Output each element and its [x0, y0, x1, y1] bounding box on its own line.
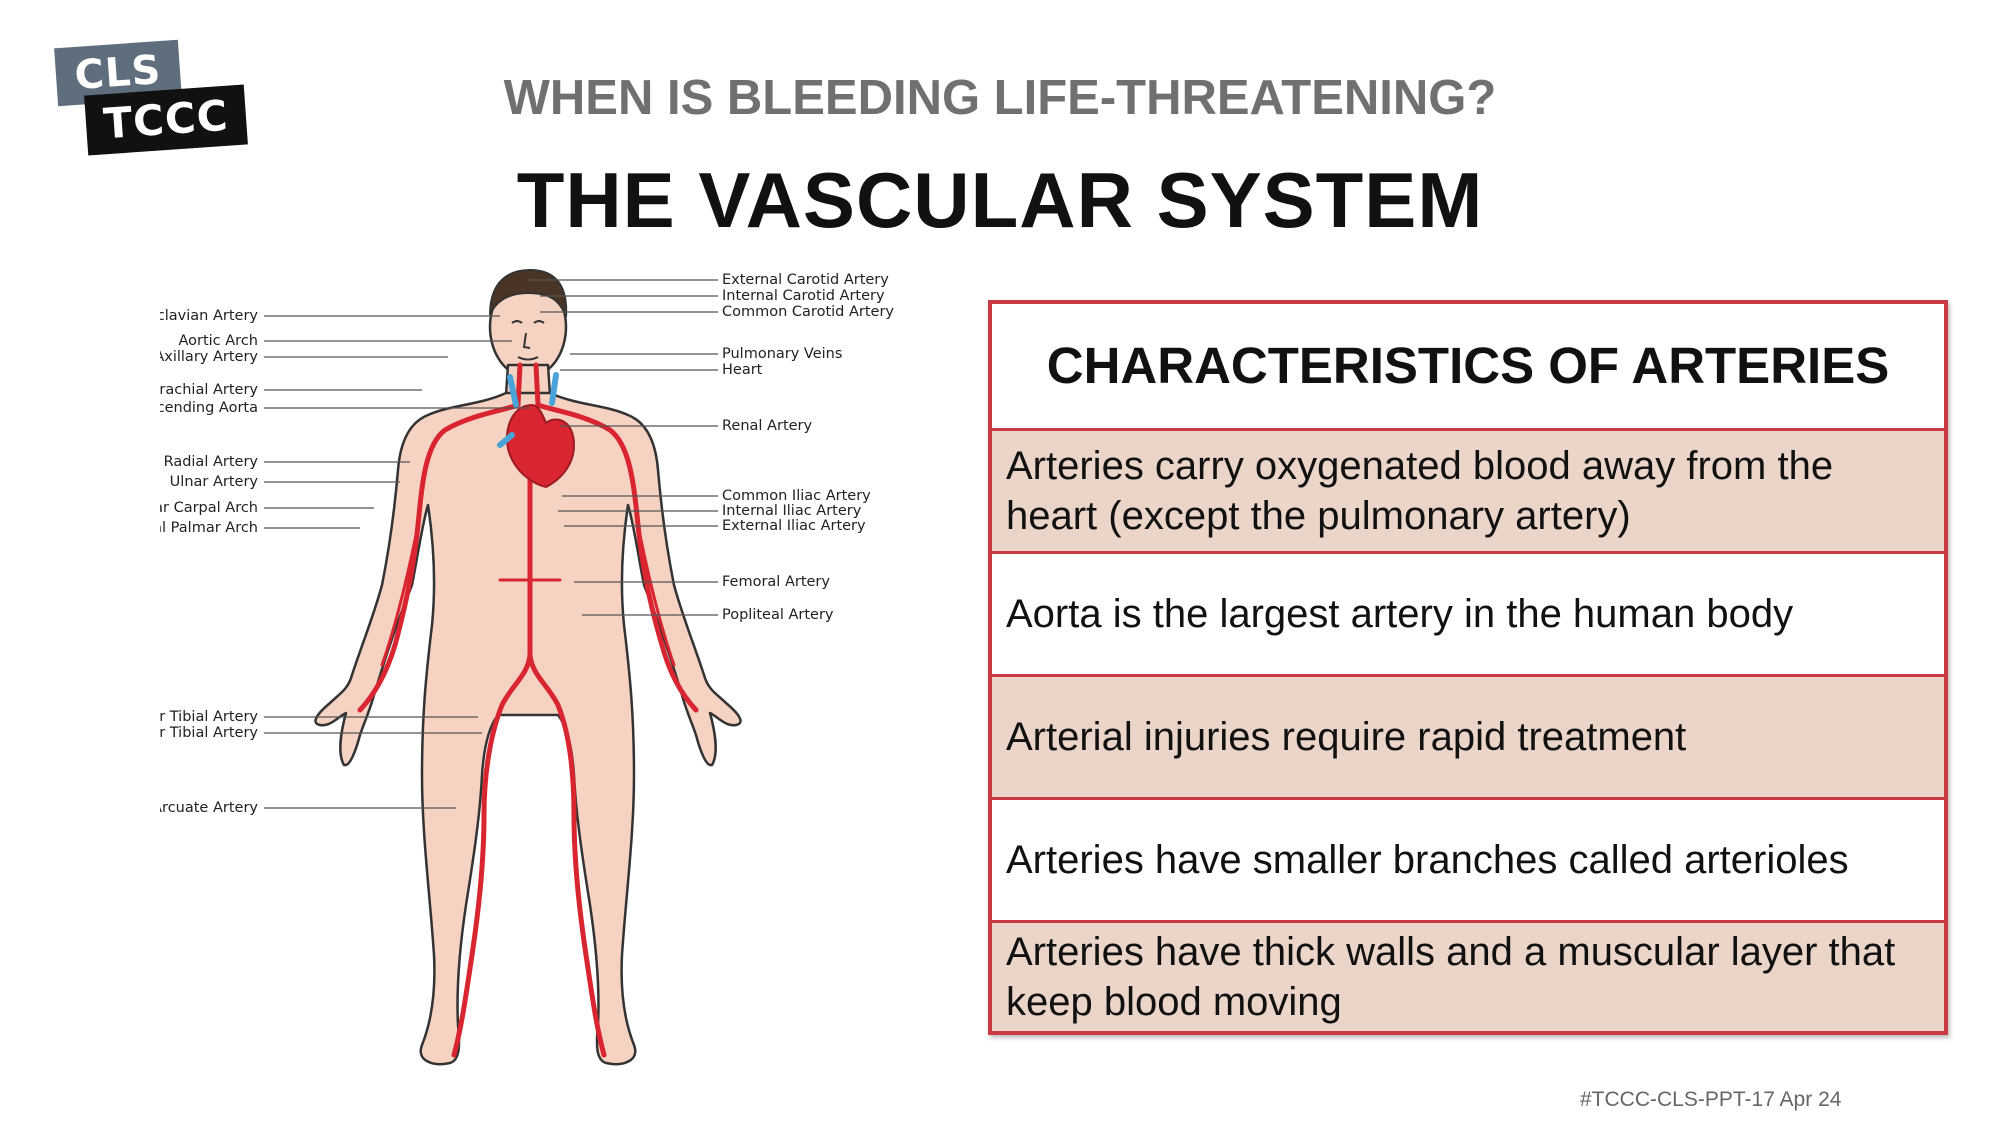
- slide-footer: #TCCC-CLS-PPT-17 Apr 24: [1580, 1088, 1842, 1111]
- diagram-label-right: Internal Carotid Artery: [722, 288, 885, 304]
- diagram-label-left: Axillary Artery: [160, 349, 258, 365]
- table-divider: [992, 551, 1944, 554]
- table-row: Arteries have smaller branches called ar…: [992, 800, 1944, 920]
- diagram-label-right: Common Carotid Artery: [722, 304, 894, 320]
- slide-subtitle: WHEN IS BLEEDING LIFE-THREATENING?: [503, 71, 1497, 125]
- diagram-label-left: Superficial Palmar Arch: [160, 520, 258, 536]
- diagram-label-left: Aortic Arch: [178, 333, 258, 349]
- diagram-label-right: Femoral Artery: [722, 574, 830, 590]
- diagram-label-left: Posterior Tibial Artery: [160, 725, 258, 741]
- diagram-label-right: Internal Iliac Artery: [722, 503, 862, 519]
- characteristics-table: CHARACTERISTICS OF ARTERIES Arteries car…: [988, 300, 1948, 1035]
- table-divider: [992, 674, 1944, 677]
- slide-title: THE VASCULAR SYSTEM: [516, 156, 1484, 244]
- table-row: Arteries have thick walls and a muscular…: [992, 923, 1944, 1031]
- heart-shape: [506, 403, 576, 489]
- diagram-label-right: Common Iliac Artery: [722, 488, 871, 504]
- table-row: Aorta is the largest artery in the human…: [992, 554, 1944, 674]
- diagram-label-left: Anterior Tibial Artery: [160, 709, 258, 725]
- diagram-label-left: Brachial Artery: [160, 382, 258, 398]
- diagram-label-right: Renal Artery: [722, 418, 813, 434]
- table-divider: [992, 428, 1944, 431]
- diagram-label-left: Arcuate Artery: [160, 800, 258, 816]
- body-outline: [314, 275, 742, 1066]
- diagram-label-left: Palmar Carpal Arch: [160, 500, 258, 516]
- diagram-label-right: External Iliac Artery: [722, 518, 866, 534]
- table-row: Arteries carry oxygenated blood away fro…: [992, 431, 1944, 551]
- diagram-label-right: Pulmonary Veins: [722, 346, 842, 362]
- artery-network: [357, 362, 699, 1058]
- diagram-label-left: Radial Artery: [164, 454, 259, 470]
- diagram-label-right: External Carotid Artery: [722, 272, 889, 288]
- table-row: Arterial injuries require rapid treatmen…: [992, 677, 1944, 797]
- table-divider: [992, 920, 1944, 923]
- diagram-label-right: Heart: [722, 362, 763, 378]
- diagram-label-left: Descending Aorta: [160, 400, 258, 416]
- diagram-label-left: Ulnar Artery: [170, 474, 259, 490]
- diagram-label-left: Subclavian Artery: [160, 308, 258, 324]
- table-divider: [992, 797, 1944, 800]
- table-header: CHARACTERISTICS OF ARTERIES: [992, 304, 1944, 428]
- diagram-label-right: Popliteal Artery: [722, 607, 834, 623]
